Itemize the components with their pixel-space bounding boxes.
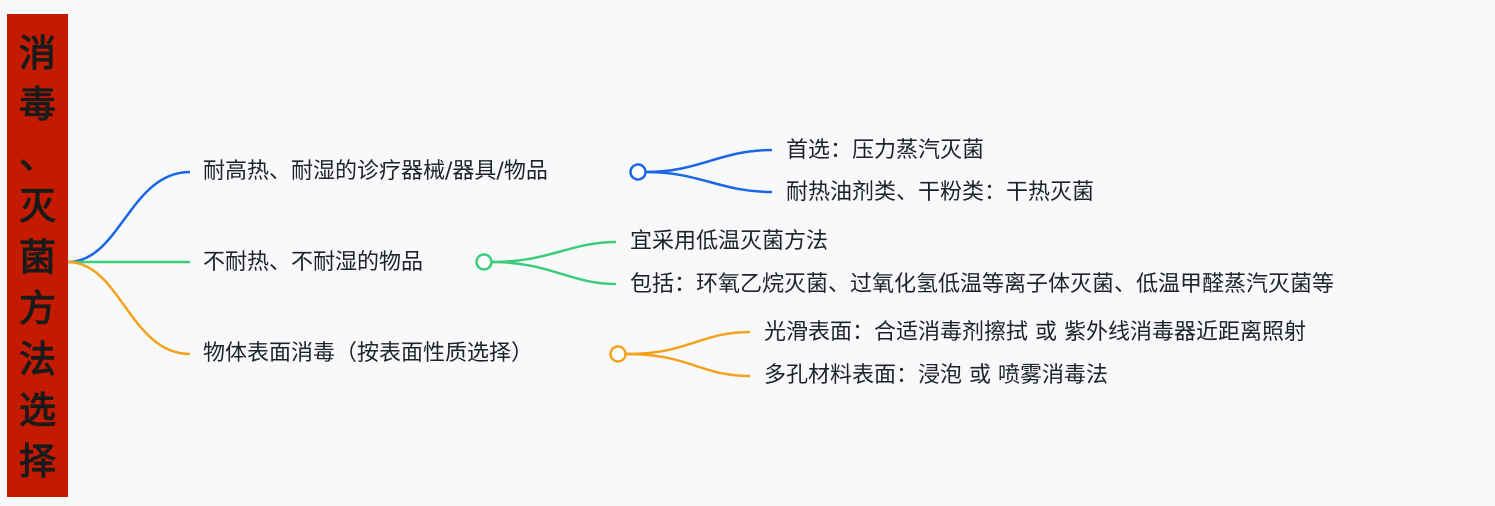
edge-root-branch-1 xyxy=(67,170,191,264)
branch-3-collapse-toggle xyxy=(609,345,627,363)
edge-branch-3-child-1 xyxy=(625,330,751,356)
root-node[interactable]: 消 毒 、 灭 菌 方 法 选 择 xyxy=(7,14,68,497)
branch-1-child-1-label[interactable]: 首选：压力蒸汽灭菌 xyxy=(786,138,985,163)
branch-2-child-2-label[interactable]: 包括：环氧乙烷灭菌、过氧化氢低温等离子体灭菌、低温甲醛蒸汽灭菌等 xyxy=(630,272,1335,297)
edge-branch-2-child-1 xyxy=(491,240,617,264)
branch-2-collapse-toggle xyxy=(475,253,493,271)
branch-3-label[interactable]: 物体表面消毒（按表面性质选择） xyxy=(203,341,534,366)
edge-branch-3-child-2 xyxy=(625,352,751,378)
branch-1-label[interactable]: 耐高热、耐湿的诊疗器械/器具/物品 xyxy=(203,159,548,184)
edge-branch-2-child-2 xyxy=(491,260,617,286)
root-title: 消 毒 、 灭 菌 方 法 选 择 xyxy=(19,32,56,483)
edge-root-branch-3 xyxy=(67,260,191,356)
branch-3-child-2-label[interactable]: 多孔材料表面：浸泡 或 喷雾消毒法 xyxy=(764,363,1108,388)
edge-branch-1-child-1 xyxy=(645,148,773,174)
branch-1-collapse-toggle xyxy=(629,163,647,181)
edge-branch-1-child-2 xyxy=(645,170,773,194)
branch-3-child-1-label[interactable]: 光滑表面：合适消毒剂擦拭 或 紫外线消毒器近距离照射 xyxy=(764,320,1306,345)
branch-2-label[interactable]: 不耐热、不耐湿的物品 xyxy=(203,250,424,275)
branch-1-child-2-label[interactable]: 耐热油剂类、干粉类：干热灭菌 xyxy=(786,180,1095,205)
branch-2-child-1-label[interactable]: 宜采用低温灭菌方法 xyxy=(630,229,829,254)
